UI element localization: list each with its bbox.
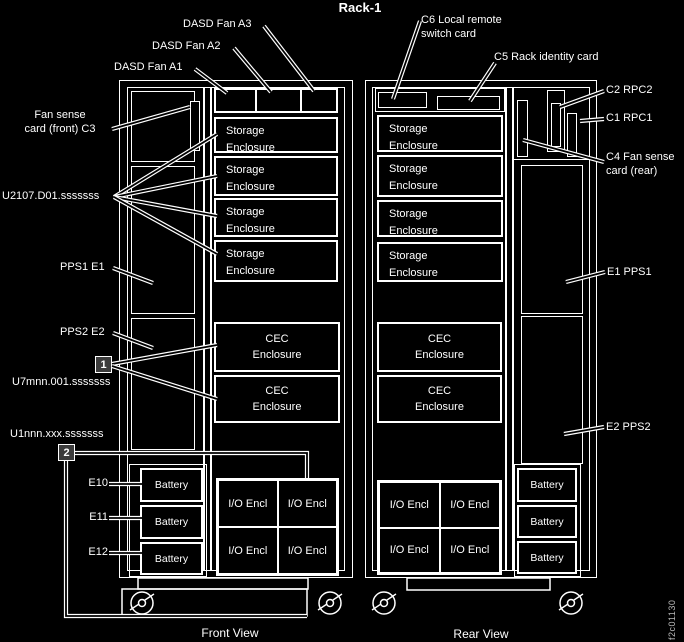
callout-dasd-fan-a2: DASD Fan A2 (152, 40, 221, 52)
c2-rpc2-card (551, 103, 561, 147)
callout-u7mnn-location: U7mnn.001.sssssss (12, 376, 111, 388)
caster-rear-left (371, 591, 397, 615)
callout-c5-rack-identity: C5 Rack identity card (494, 51, 599, 63)
callout-e12: E12 (88, 546, 108, 558)
battery-front-e12: Battery (140, 542, 203, 575)
callout-c2-rpc2: C2 RPC2 (606, 84, 653, 96)
c6-local-remote-switch-card (378, 92, 427, 108)
cec-enclosure-front-2: CEC Enclosure (214, 375, 340, 423)
front-rack-rail (203, 87, 205, 571)
storage-enclosure-rear-2: Storage Enclosure (377, 155, 503, 197)
front-view-label: Front View (201, 626, 259, 640)
rack-title: Rack-1 (338, 0, 382, 15)
rear-pps2-e2 (521, 316, 583, 464)
io-enclosure-front-1: I/O Encl (218, 480, 278, 527)
callout-fan-sense-front-c3: Fan sense card (front) C3 (24, 109, 96, 135)
battery-rear-2: Battery (517, 505, 577, 538)
rear-pps1-e1 (521, 165, 583, 314)
caster-rear-right (558, 591, 584, 615)
callout-e11: E11 (89, 511, 108, 523)
io-enclosure-front-4: I/O Encl (277, 527, 337, 574)
dasd-fan-row (214, 88, 338, 113)
io-enclosure-rear-3: I/O Encl (379, 527, 440, 573)
c1-rpc1-card (567, 113, 577, 157)
io-enclosure-rear-1: I/O Encl (379, 482, 440, 528)
caster-front-right (317, 591, 343, 615)
caster-front-left (129, 591, 155, 615)
storage-enclosure-front-4: Storage Enclosure (214, 240, 338, 282)
cec-enclosure-front-1: CEC Enclosure (214, 322, 340, 372)
callout-pps1-e1: PPS1 E1 (60, 261, 105, 273)
callout-e1-pps1: E1 PPS1 (607, 266, 652, 278)
io-enclosure-grid-front: I/O Encl I/O Encl I/O Encl I/O Encl (216, 478, 339, 576)
callout-e2-pps2: E2 PPS2 (606, 421, 651, 433)
callout-e10: E10 (88, 477, 108, 489)
callout-c1-rpc1: C1 RPC1 (606, 112, 653, 124)
front-pps1-bay (131, 166, 195, 314)
rear-rack-rail (512, 87, 514, 571)
fan-cell-divider (300, 90, 302, 111)
rear-view-label: Rear View (453, 627, 509, 641)
callout-u1nnn-location: U1nnn.xxx.sssssss (10, 428, 104, 440)
callout-u2107-location: U2107.D01.sssssss (2, 190, 100, 202)
battery-rear-3: Battery (517, 541, 577, 574)
storage-enclosure-front-1: Storage Enclosure (214, 117, 338, 154)
c5-rack-identity-card (437, 96, 500, 110)
io-enclosure-front-3: I/O Encl (218, 527, 278, 574)
callout-badge-1: 1 (95, 356, 112, 373)
front-rack-shelf (137, 577, 309, 590)
cec-enclosure-rear-2: CEC Enclosure (377, 375, 502, 423)
callout-c4-fan-sense-rear: C4 Fan sense card (rear) (606, 151, 675, 177)
rear-battery-bay (514, 464, 581, 577)
battery-front-e11: Battery (140, 505, 203, 539)
front-pps2-bay (131, 318, 195, 450)
callout-c6-local-remote: C6 Local remote switch card (421, 14, 502, 40)
c4-fan-sense-card-rear (517, 100, 528, 157)
callout-dasd-fan-a1: DASD Fan A1 (114, 61, 183, 73)
storage-enclosure-rear-1: Storage Enclosure (377, 115, 503, 152)
io-enclosure-front-2: I/O Encl (277, 480, 337, 527)
io-enclosure-rear-4: I/O Encl (439, 527, 500, 573)
front-rack-base (121, 588, 308, 617)
rear-rack-rail (505, 87, 507, 571)
callout-dasd-fan-a3: DASD Fan A3 (183, 18, 252, 30)
storage-enclosure-rear-3: Storage Enclosure (377, 200, 503, 237)
callout-pps2-e2: PPS2 E2 (60, 326, 105, 338)
fan-cell-divider (255, 90, 257, 111)
cec-enclosure-rear-1: CEC Enclosure (377, 322, 502, 372)
storage-enclosure-front-2: Storage Enclosure (214, 156, 338, 196)
io-enclosure-rear-2: I/O Encl (439, 482, 500, 528)
rear-rack-base (406, 577, 551, 591)
callout-badge-2: 2 (58, 444, 75, 461)
io-enclosure-grid-rear: I/O Encl I/O Encl I/O Encl I/O Encl (377, 480, 502, 575)
fan-sense-card-front (190, 101, 200, 151)
caster-wheels (129, 591, 584, 615)
battery-rear-1: Battery (517, 468, 577, 502)
battery-front-e10: Battery (140, 468, 203, 502)
figure-id: f2c01130 (667, 599, 677, 640)
storage-enclosure-front-3: Storage Enclosure (214, 198, 338, 237)
front-fan-sense-bay (131, 91, 195, 162)
storage-enclosure-rear-4: Storage Enclosure (377, 242, 503, 282)
front-rack-rail (210, 87, 212, 571)
